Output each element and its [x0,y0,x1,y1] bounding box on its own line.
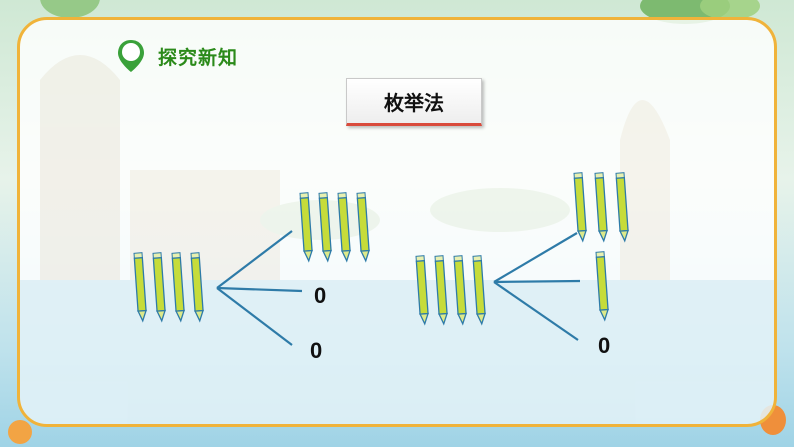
tree-decoration [40,0,100,18]
pencil [133,252,147,323]
pencil [453,255,467,326]
pencil [434,255,448,326]
map-pin-icon [118,40,144,72]
branch-line [216,286,303,293]
pencil [573,172,587,243]
method-label-box: 枚举法 [346,78,482,126]
tree-decoration [700,0,760,20]
pencil [318,192,332,263]
pencil [594,172,608,243]
pencil [472,255,486,326]
pencil [190,252,204,323]
section-title: 探究新知 [158,46,239,69]
branch-zero-label: 0 [314,283,327,308]
branch-line [493,281,579,341]
branch-zero-label: 0 [598,333,611,358]
branch-line [493,279,581,284]
branch-line [493,232,578,283]
branch-zero-label: 0 [310,338,323,363]
pencil [595,251,609,322]
pencil [299,192,313,263]
pencil [171,252,185,323]
pencil [615,172,629,243]
pencil [337,192,351,263]
method-label: 枚举法 [384,90,444,115]
flower-decoration [8,420,32,444]
branch-line [216,287,293,346]
pencil [356,192,370,263]
pencil [415,255,429,326]
section-header: 探究新知 [116,38,238,74]
branch-line [216,230,293,289]
pencil [152,252,166,323]
